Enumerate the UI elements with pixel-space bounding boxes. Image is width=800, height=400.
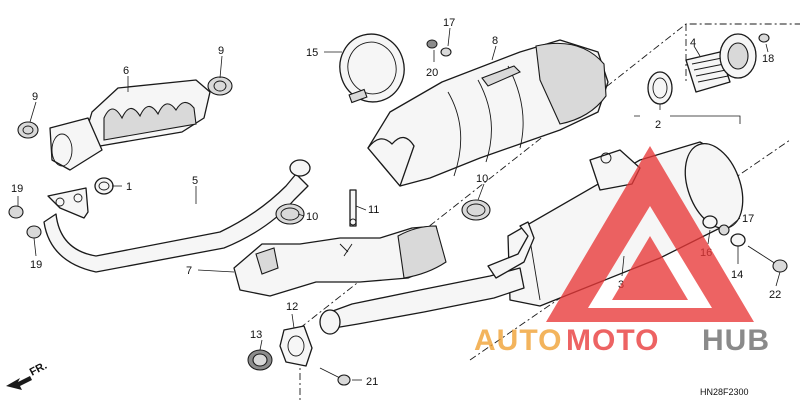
collar-14	[730, 233, 746, 247]
automotohub-watermark: AUTO MOTO HUB	[474, 146, 770, 357]
watermark-hub: HUB	[702, 324, 770, 357]
bushing-16	[702, 215, 718, 229]
callout-13: 13	[250, 329, 262, 341]
stay-11	[349, 189, 357, 227]
callout-12: 12	[286, 301, 298, 313]
leader-lines	[17, 27, 781, 381]
spark-arrester-4	[685, 33, 757, 93]
drawing-code: HN28F2300	[700, 387, 749, 397]
bolt-21	[319, 367, 351, 386]
callout-6: 6	[123, 65, 129, 77]
callout-17-top: 17	[443, 17, 455, 29]
watermark-triangle-icon	[546, 146, 754, 322]
bolt-17-top	[440, 47, 452, 57]
callout-8: 8	[492, 35, 498, 47]
front-direction-indicator: FR.	[6, 360, 49, 390]
callout-10-left: 10	[306, 211, 318, 223]
callout-9-right: 9	[218, 45, 224, 57]
callout-7: 7	[186, 265, 192, 277]
callout-15: 15	[306, 47, 318, 59]
callout-22: 22	[769, 289, 781, 301]
callout-11: 11	[368, 204, 379, 216]
nut-19-lower	[26, 225, 42, 239]
clamp-9-right	[207, 76, 233, 96]
callout-21: 21	[366, 376, 378, 388]
callout-2: 2	[655, 119, 661, 131]
gasket-1	[94, 177, 114, 195]
callout-20: 20	[426, 67, 438, 79]
callout-17-lower: 17	[742, 213, 754, 225]
clamp-12	[279, 325, 313, 367]
clamp-band-15	[339, 33, 405, 104]
nut-19-upper	[8, 205, 24, 219]
watermark-moto: MOTO	[566, 324, 659, 357]
heat-shield-upper	[49, 79, 211, 171]
callout-9-left: 9	[32, 91, 38, 103]
bolt-22	[747, 245, 788, 273]
callout-18: 18	[762, 53, 774, 65]
gasket-2	[647, 71, 673, 105]
clamp-10-left	[275, 203, 305, 225]
bolt-18	[758, 33, 770, 43]
washer-17-lower	[718, 224, 730, 236]
clamp-9-left	[17, 121, 39, 139]
group-bracket-2	[634, 115, 741, 124]
callout-1: 1	[126, 181, 132, 193]
callout-19-lower: 19	[30, 259, 42, 271]
muffler-inlet-pipe	[319, 221, 535, 335]
callout-5: 5	[192, 175, 198, 187]
direction-arrow-icon	[6, 376, 32, 390]
callout-19-upper: 19	[11, 183, 23, 195]
watermark-inner-triangle-icon	[612, 236, 688, 300]
callout-10-right: 10	[476, 173, 488, 185]
callout-4: 4	[690, 37, 696, 49]
clamp-10-right	[461, 199, 491, 221]
cap-13	[247, 349, 273, 371]
callout-14: 14	[731, 269, 743, 281]
heat-shield-lower-7	[233, 225, 447, 297]
watermark-auto: AUTO	[474, 324, 562, 357]
direction-label: FR.	[28, 360, 49, 379]
muffler-shield-8	[367, 39, 609, 187]
washer-20	[426, 39, 438, 49]
exhaust-pipe-5	[43, 159, 311, 273]
